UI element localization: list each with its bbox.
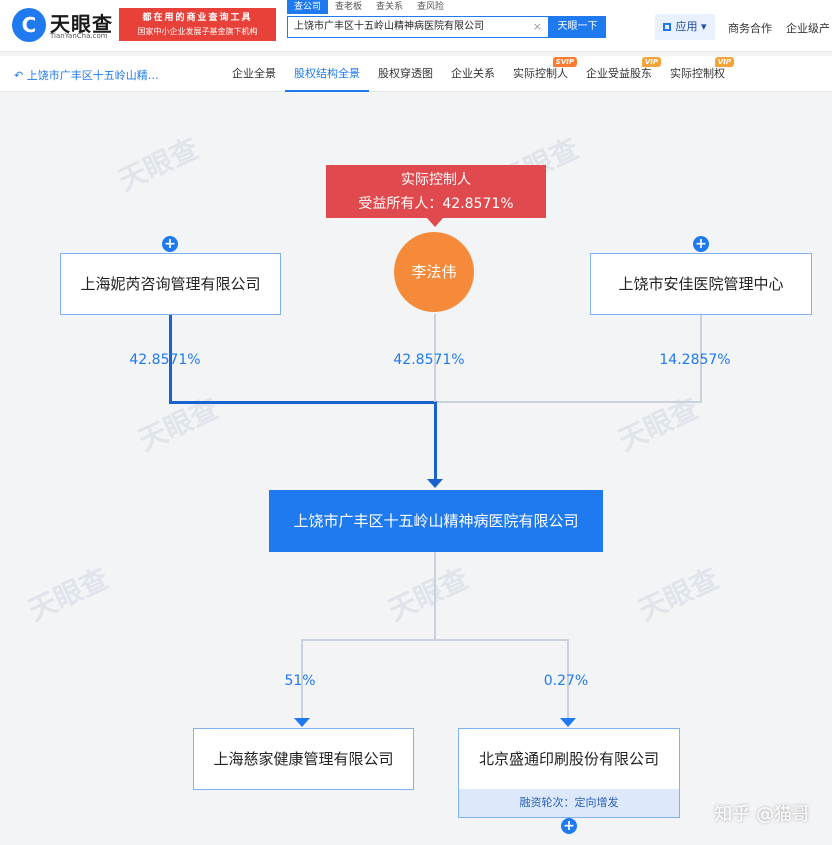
share-percentage: 14.2857% — [659, 352, 731, 368]
tab-equity-structure[interactable]: 股权结构全景 — [285, 56, 369, 92]
shareholder-node[interactable]: 上饶市安佳医院管理中心 — [590, 253, 812, 315]
investee-node[interactable]: 上海慈家健康管理有限公司 — [193, 728, 414, 790]
search-value: 上饶市广丰区十五岭山精神病医院有限公司 — [294, 21, 484, 32]
clear-icon[interactable]: × — [532, 20, 542, 33]
site-logo[interactable]: C 天眼查 TianYanCha.com — [12, 6, 114, 44]
expand-plus-icon[interactable]: + — [162, 236, 178, 252]
person-node[interactable]: 李法伟 — [394, 232, 474, 312]
search-button[interactable]: 天眼一下 — [549, 16, 606, 38]
promo-banner[interactable]: 都在用的商业查询工具 国家中小企业发展子基金旗下机构 — [119, 8, 276, 41]
pointer-icon — [427, 218, 443, 227]
svip-badge: SVIP — [552, 57, 577, 67]
tab-overview[interactable]: 企业全景 — [223, 56, 285, 92]
connector-line — [700, 314, 702, 403]
connector-line — [434, 552, 436, 640]
equity-diagram[interactable]: 天眼查 天眼查 天眼查 天眼查 天眼查 天眼查 天眼查 实际控制人 受益所有人：… — [0, 92, 832, 845]
company-subnav: ↶ 上饶市广丰区十五岭山精… 企业全景 股权结构全景 股权穿透图 企业关系 实际… — [0, 56, 832, 92]
top-header: C 天眼查 TianYanCha.com 都在用的商业查询工具 国家中小企业发展… — [0, 0, 832, 52]
breadcrumb-label: 上饶市广丰区十五岭山精… — [26, 69, 159, 82]
logo-name: 天眼查 — [50, 12, 113, 36]
controller-title: 实际控制人 — [401, 172, 471, 188]
arrow-down-icon — [427, 479, 443, 488]
connector-line — [437, 401, 702, 403]
grid-icon — [663, 23, 672, 31]
investee-node[interactable]: 北京盛通印刷股份有限公司 融资轮次：定向增发 — [458, 728, 680, 818]
enterprise-link[interactable]: 企业级产 — [786, 22, 830, 35]
promo-line1: 都在用的商业查询工具 — [142, 13, 253, 23]
watermark-logo: 天眼查 — [633, 561, 724, 628]
connector-line — [169, 401, 437, 404]
breadcrumb[interactable]: ↶ 上饶市广丰区十五岭山精… — [14, 67, 159, 83]
back-arrow-icon: ↶ — [14, 69, 24, 82]
financing-round: 融资轮次：定向增发 — [459, 789, 679, 817]
connector-line — [169, 314, 172, 403]
share-percentage: 42.8571% — [129, 352, 201, 368]
business-cooperation-link[interactable]: 商务合作 — [728, 22, 772, 35]
watermark-logo: 天眼查 — [133, 391, 224, 458]
share-percentage: 42.8571% — [393, 352, 465, 368]
connector-line — [434, 314, 436, 402]
watermark-logo: 天眼查 — [613, 391, 704, 458]
connector-line — [434, 401, 437, 483]
search-tab-risk[interactable]: 查风险 — [417, 2, 445, 12]
tab-label: 企业关系 — [451, 67, 495, 80]
watermark-logo: 天眼查 — [113, 131, 204, 198]
expand-plus-icon[interactable]: + — [561, 818, 577, 834]
tab-enterprise-relations[interactable]: 企业关系 — [442, 56, 504, 92]
tab-label: 实际控制人 — [513, 67, 568, 80]
caret-down-icon: ▾ — [700, 20, 707, 33]
tab-label: 股权穿透图 — [378, 67, 433, 80]
shareholder-node[interactable]: 上海妮芮咨询管理有限公司 — [60, 253, 281, 315]
search-tabs: 查公司 查老板 查关系 查风险 — [287, 0, 451, 14]
actual-controller-label: 实际控制人 受益所有人：42.8571% — [326, 165, 546, 218]
logo-domain: TianYanCha.com — [50, 32, 108, 40]
tab-label: 企业全景 — [232, 67, 276, 80]
expand-plus-icon[interactable]: + — [693, 236, 709, 252]
search-tab-company[interactable]: 查公司 — [287, 0, 329, 14]
arrow-down-icon — [294, 718, 310, 727]
search-tab-relation[interactable]: 查关系 — [376, 2, 404, 12]
promo-line2: 国家中小企业发展子基金旗下机构 — [137, 27, 258, 36]
investment-percentage: 51% — [284, 673, 316, 689]
apps-menu-button[interactable]: 应用 ▾ — [655, 14, 715, 40]
vip-badge: VIP — [714, 57, 734, 67]
watermark-logo: 天眼查 — [23, 561, 114, 628]
arrow-down-icon — [560, 718, 576, 727]
apps-label: 应用 — [675, 20, 698, 33]
tab-label: 股权结构全景 — [294, 67, 360, 80]
investee-name: 北京盛通印刷股份有限公司 — [478, 750, 659, 768]
search-tab-boss[interactable]: 查老板 — [335, 2, 363, 12]
tab-equity-penetration[interactable]: 股权穿透图 — [369, 56, 442, 92]
tianyancha-logo-icon: C — [12, 8, 46, 42]
target-company-node[interactable]: 上饶市广丰区十五岭山精神病医院有限公司 — [269, 490, 603, 552]
vip-badge: VIP — [641, 57, 661, 67]
tab-label: 实际控制权 — [670, 67, 725, 80]
tab-label: 企业受益股东 — [586, 67, 652, 80]
connector-line — [301, 639, 303, 719]
search-input[interactable]: 上饶市广丰区十五岭山精神病医院有限公司 × — [287, 16, 549, 38]
controller-detail: 受益所有人：42.8571% — [358, 196, 514, 212]
investment-percentage: 0.27% — [543, 673, 589, 689]
zhihu-watermark: 知乎 @猫哥 — [714, 804, 810, 825]
connector-line — [301, 639, 569, 641]
connector-line — [567, 639, 569, 719]
